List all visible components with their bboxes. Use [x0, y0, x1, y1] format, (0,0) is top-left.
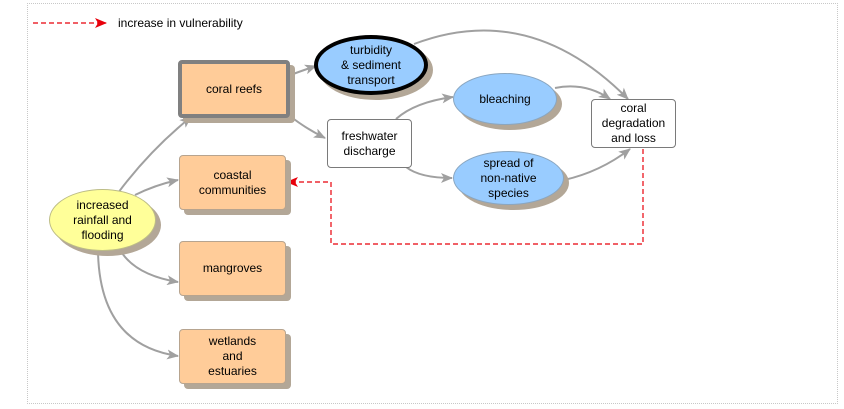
- node-bleaching[interactable]: bleaching: [453, 73, 557, 125]
- edge-driver-to-wetlands[interactable]: [97, 251, 179, 360]
- edge-freshwater-to-bleaching[interactable]: [395, 93, 454, 120]
- node-coral-reefs[interactable]: coral reefs: [178, 60, 290, 118]
- node-coral-degradation-and-loss[interactable]: coral degradation and loss: [591, 99, 676, 148]
- node-coastal-communities[interactable]: coastal communities: [179, 155, 286, 210]
- edge-driver-to-coastal-communities[interactable]: [134, 177, 179, 196]
- edge-turbidity-to-coral-loss[interactable]: [413, 29, 629, 100]
- node-turbidity-and-sediment-transport[interactable]: turbidity & sediment transport: [314, 35, 428, 95]
- diagram-canvas: [27, 3, 838, 404]
- edge-coral-reefs-to-freshwater[interactable]: [289, 115, 326, 139]
- node-spread-of-non-native-species[interactable]: spread of non-native species: [453, 151, 564, 205]
- edge-bleaching-to-coral-loss[interactable]: [554, 85, 611, 100]
- edge-non-native-to-coral-loss[interactable]: [563, 148, 631, 181]
- edge-driver-to-mangroves[interactable]: [119, 249, 179, 286]
- node-increased-rainfall-and-flooding[interactable]: increased rainfall and flooding: [49, 189, 156, 251]
- node-freshwater-discharge[interactable]: freshwater discharge: [327, 119, 412, 168]
- node-wetlands-and-estuaries[interactable]: wetlands and estuaries: [179, 329, 286, 384]
- edge-coral-loss-to-coastal-communities[interactable]: [286, 149, 644, 245]
- edge-freshwater-to-non-native[interactable]: [405, 166, 453, 183]
- node-mangroves[interactable]: mangroves: [179, 241, 286, 296]
- edge-coral-reefs-to-turbidity[interactable]: [287, 64, 317, 77]
- legend-label: increase in vulnerability: [118, 16, 243, 30]
- edge-driver-to-coral-reefs[interactable]: [117, 116, 192, 194]
